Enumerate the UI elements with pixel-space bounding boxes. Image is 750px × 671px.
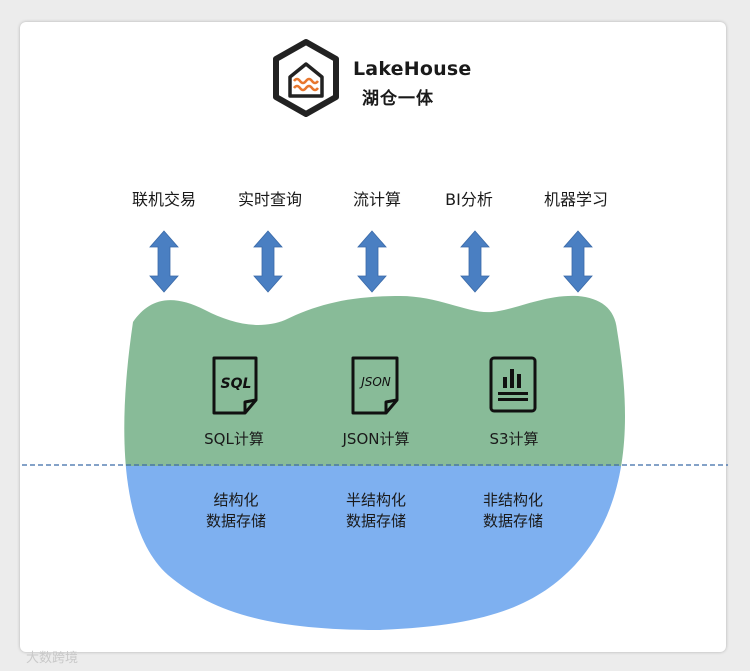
json-icon-text: JSON (359, 375, 391, 389)
lakehouse-logo-icon (273, 39, 339, 117)
semi-structured-storage-label: 半结构化 数据存储 (346, 490, 406, 532)
consumer-label: 实时查询 (237, 190, 303, 209)
consumer-label: 联机交易 (131, 190, 197, 209)
storage-line: 数据存储 (345, 512, 407, 530)
s3-document-icon (489, 356, 537, 413)
structured-storage-label: 结构化 数据存储 (206, 490, 266, 532)
consumer-label: 流计算 (352, 190, 402, 209)
storage-line: 非结构化 (482, 491, 544, 509)
consumer-label: BI分析 (445, 190, 493, 209)
sql-compute-label: SQL计算 (204, 430, 264, 448)
sql-icon-text: SQL (221, 376, 252, 392)
json-compute-label: JSON计算 (342, 430, 410, 448)
storage-line: 半结构化 (345, 491, 407, 509)
bidirectional-arrow-icon (357, 230, 387, 293)
s3-compute-label: S3计算 (489, 430, 539, 448)
watermark: 大数跨境 (26, 651, 79, 666)
bidirectional-arrow-icon (149, 230, 179, 293)
bidirectional-arrow-icon (563, 230, 593, 293)
storage-line: 数据存储 (205, 512, 267, 530)
brand-subtitle: 湖仓一体 (362, 89, 434, 109)
brand-name: LakeHouse (353, 58, 472, 80)
data-lake-shape (124, 295, 626, 630)
sql-file-icon: SQL (212, 356, 258, 415)
consumer-label: 机器学习 (543, 190, 609, 209)
bidirectional-arrow-icon (460, 230, 490, 293)
bidirectional-arrow-icon (253, 230, 283, 293)
json-file-icon: JSON (351, 356, 399, 415)
storage-line: 数据存储 (482, 512, 544, 530)
storage-line: 结构化 (213, 491, 259, 509)
unstructured-storage-label: 非结构化 数据存储 (483, 490, 543, 532)
